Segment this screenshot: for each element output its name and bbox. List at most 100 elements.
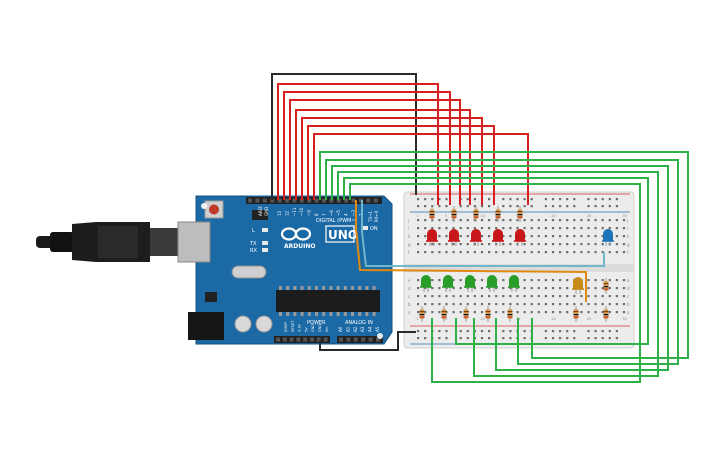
breadboard-hole[interactable] [445, 295, 448, 298]
rail-hole[interactable] [587, 330, 590, 333]
header-pin[interactable] [310, 337, 314, 342]
breadboard-hole[interactable] [566, 295, 569, 298]
breadboard-hole[interactable] [480, 303, 484, 306]
rail-hole[interactable] [488, 205, 491, 208]
rail-hole[interactable] [480, 330, 484, 333]
breadboard-hole[interactable] [452, 251, 455, 254]
rail-hole[interactable] [480, 337, 484, 340]
breadboard-hole[interactable] [587, 251, 590, 254]
header-pin[interactable] [299, 198, 304, 203]
breadboard-hole[interactable] [424, 227, 427, 230]
rail-hole[interactable] [466, 198, 469, 201]
rail-hole[interactable] [480, 205, 484, 208]
header-pin[interactable] [368, 337, 373, 342]
breadboard-hole[interactable] [417, 303, 420, 306]
breadboard-hole[interactable] [452, 227, 455, 230]
breadboard-hole[interactable] [551, 303, 555, 306]
rail-hole[interactable] [417, 330, 420, 333]
breadboard-hole[interactable] [438, 219, 441, 222]
breadboard-hole[interactable] [566, 279, 569, 282]
rail-hole[interactable] [445, 198, 448, 201]
breadboard-hole[interactable] [601, 243, 604, 246]
breadboard-hole[interactable] [594, 243, 597, 246]
rail-hole[interactable] [466, 205, 469, 208]
rail-hole[interactable] [566, 337, 569, 340]
rail-hole[interactable] [509, 205, 512, 208]
breadboard-hole[interactable] [615, 219, 618, 222]
rail-hole[interactable] [473, 205, 476, 208]
rail-hole[interactable] [523, 330, 526, 333]
breadboard-hole[interactable] [530, 235, 533, 238]
breadboard-hole[interactable] [601, 235, 604, 238]
rail-hole[interactable] [601, 198, 604, 201]
breadboard-hole[interactable] [622, 243, 626, 246]
breadboard-hole[interactable] [523, 295, 526, 298]
breadboard-hole[interactable] [523, 251, 526, 254]
rail-hole[interactable] [424, 337, 427, 340]
breadboard-hole[interactable] [431, 303, 434, 306]
rail-hole[interactable] [523, 205, 526, 208]
breadboard-hole[interactable] [502, 243, 505, 246]
breadboard-hole[interactable] [495, 295, 498, 298]
breadboard-hole[interactable] [417, 219, 420, 222]
breadboard-hole[interactable] [594, 251, 597, 254]
breadboard-hole[interactable] [523, 287, 526, 290]
header-pin[interactable] [351, 198, 356, 203]
breadboard-hole[interactable] [473, 287, 476, 290]
breadboard-hole[interactable] [622, 303, 626, 306]
breadboard-hole[interactable] [608, 219, 611, 222]
rail-hole[interactable] [608, 205, 611, 208]
breadboard-hole[interactable] [509, 251, 512, 254]
breadboard-hole[interactable] [608, 287, 611, 290]
header-pin[interactable] [344, 198, 349, 203]
rail-hole[interactable] [608, 198, 611, 201]
breadboard-hole[interactable] [530, 295, 533, 298]
breadboard-hole[interactable] [459, 295, 462, 298]
rail-hole[interactable] [417, 198, 420, 201]
breadboard-hole[interactable] [615, 295, 618, 298]
breadboard-hole[interactable] [480, 287, 484, 290]
breadboard-hole[interactable] [537, 243, 540, 246]
breadboard-hole[interactable] [480, 219, 484, 222]
breadboard-hole[interactable] [608, 311, 611, 314]
header-pin[interactable] [276, 337, 280, 342]
breadboard-hole[interactable] [594, 219, 597, 222]
breadboard-hole[interactable] [459, 303, 462, 306]
breadboard-hole[interactable] [559, 251, 562, 254]
rail-hole[interactable] [559, 198, 562, 201]
breadboard-hole[interactable] [480, 235, 484, 238]
breadboard-hole[interactable] [615, 287, 618, 290]
rail-hole[interactable] [566, 330, 569, 333]
breadboard-hole[interactable] [445, 251, 448, 254]
rail-hole[interactable] [530, 198, 533, 201]
breadboard-hole[interactable] [502, 287, 505, 290]
breadboard-hole[interactable] [587, 287, 590, 290]
breadboard-hole[interactable] [452, 243, 455, 246]
breadboard-hole[interactable] [516, 287, 519, 290]
breadboard-hole[interactable] [580, 227, 583, 230]
breadboard-hole[interactable] [551, 235, 555, 238]
breadboard-hole[interactable] [559, 279, 562, 282]
breadboard-hole[interactable] [544, 295, 547, 298]
header-pin[interactable] [366, 198, 371, 203]
breadboard-hole[interactable] [580, 303, 583, 306]
rail-hole[interactable] [438, 198, 441, 201]
breadboard-hole[interactable] [438, 243, 441, 246]
rail-hole[interactable] [488, 198, 491, 201]
rail-hole[interactable] [544, 198, 547, 201]
breadboard-hole[interactable] [594, 235, 597, 238]
breadboard-hole[interactable] [516, 303, 519, 306]
breadboard-hole[interactable] [551, 287, 555, 290]
breadboard-hole[interactable] [502, 251, 505, 254]
breadboard-hole[interactable] [466, 219, 469, 222]
breadboard-hole[interactable] [537, 227, 540, 230]
breadboard-hole[interactable] [473, 227, 476, 230]
breadboard-hole[interactable] [594, 295, 597, 298]
breadboard-hole[interactable] [438, 287, 441, 290]
header-pin[interactable] [322, 198, 326, 203]
breadboard-hole[interactable] [438, 227, 441, 230]
rail-hole[interactable] [615, 198, 618, 201]
breadboard-hole[interactable] [495, 287, 498, 290]
breadboard-hole[interactable] [587, 227, 590, 230]
header-pin[interactable] [314, 198, 319, 203]
